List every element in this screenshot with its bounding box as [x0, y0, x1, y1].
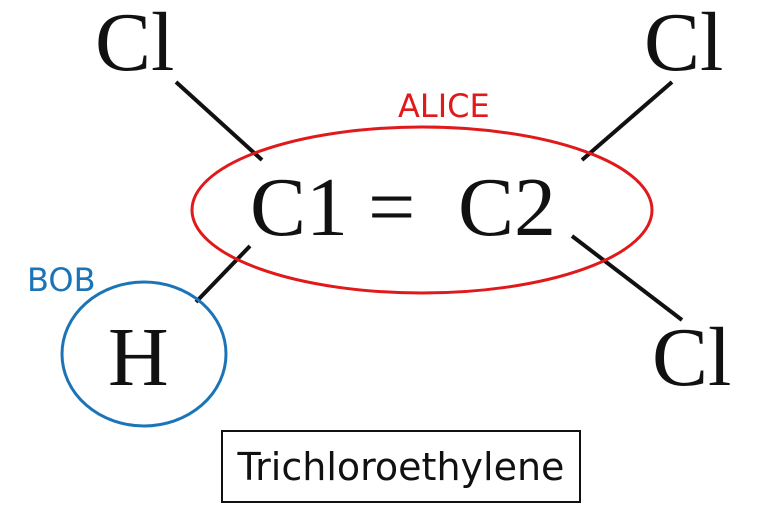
- double-bond-sign: =: [368, 161, 415, 254]
- caption-text: Trichloroethylene: [237, 444, 565, 489]
- atom-carbon-1: C1: [250, 161, 348, 254]
- atom-cl-top-right: Cl: [644, 0, 723, 89]
- bond-c2-cl-bottom-right: [570, 234, 684, 322]
- atom-cl-bottom-right: Cl: [652, 311, 731, 404]
- alice-label: ALICE: [398, 87, 490, 125]
- caption-box: Trichloroethylene: [221, 430, 581, 503]
- bob-label: BOB: [27, 261, 96, 299]
- bond-c1-cl-top-left: [174, 80, 264, 162]
- bond-c1-h: [194, 244, 252, 304]
- alice-highlight-ellipse: [190, 125, 654, 295]
- bond-c2-cl-top-right: [580, 80, 674, 162]
- bob-highlight-ellipse: [60, 280, 228, 428]
- atom-cl-top-left: Cl: [95, 0, 174, 89]
- atom-carbon-2: C2: [458, 161, 556, 254]
- atom-hydrogen: H: [108, 311, 169, 404]
